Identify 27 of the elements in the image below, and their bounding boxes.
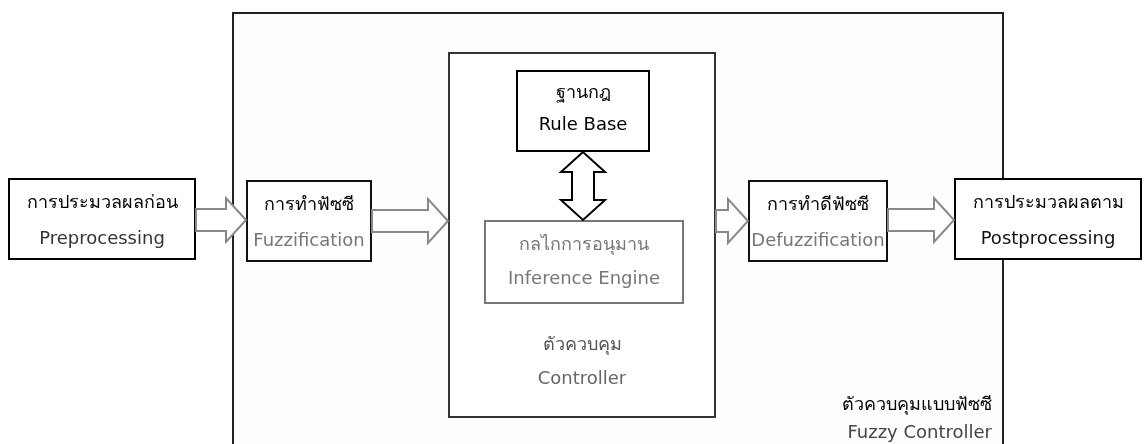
english-label: Fuzzy Controller bbox=[847, 420, 992, 444]
block-arrow bbox=[887, 195, 956, 245]
container-box bbox=[448, 52, 716, 418]
block-arrow bbox=[371, 196, 450, 246]
thai-label: ตัวควบคุมแบบฟัซซี bbox=[842, 392, 992, 416]
thai-label: การทำดีฟัซซี bbox=[766, 192, 870, 216]
english-label: Rule Base bbox=[537, 112, 629, 136]
thai-label: การประมวลผลก่อน bbox=[25, 190, 179, 214]
english-label: Defuzzification bbox=[750, 228, 886, 252]
english-label: Controller bbox=[536, 366, 628, 390]
english-label: Inference Engine bbox=[507, 266, 661, 290]
process-box bbox=[954, 178, 1142, 260]
thai-label: ฐานกฎ bbox=[554, 80, 612, 104]
thai-label: การทำฟัซซี bbox=[263, 192, 355, 216]
english-label: Preprocessing bbox=[38, 226, 166, 250]
process-box bbox=[748, 180, 888, 262]
english-label: Postprocessing bbox=[979, 226, 1117, 250]
block-arrow bbox=[195, 195, 248, 245]
process-box bbox=[484, 220, 684, 304]
block-arrow bbox=[558, 150, 608, 222]
english-label: Fuzzification bbox=[252, 228, 366, 252]
thai-label: ตัวควบคุม bbox=[541, 332, 623, 356]
thai-label: กลไกการอนุมาน bbox=[518, 232, 650, 256]
thai-label: การประมวลผลตาม bbox=[971, 190, 1125, 214]
block-arrow bbox=[715, 196, 750, 246]
process-box bbox=[8, 178, 196, 260]
process-box bbox=[246, 180, 372, 262]
